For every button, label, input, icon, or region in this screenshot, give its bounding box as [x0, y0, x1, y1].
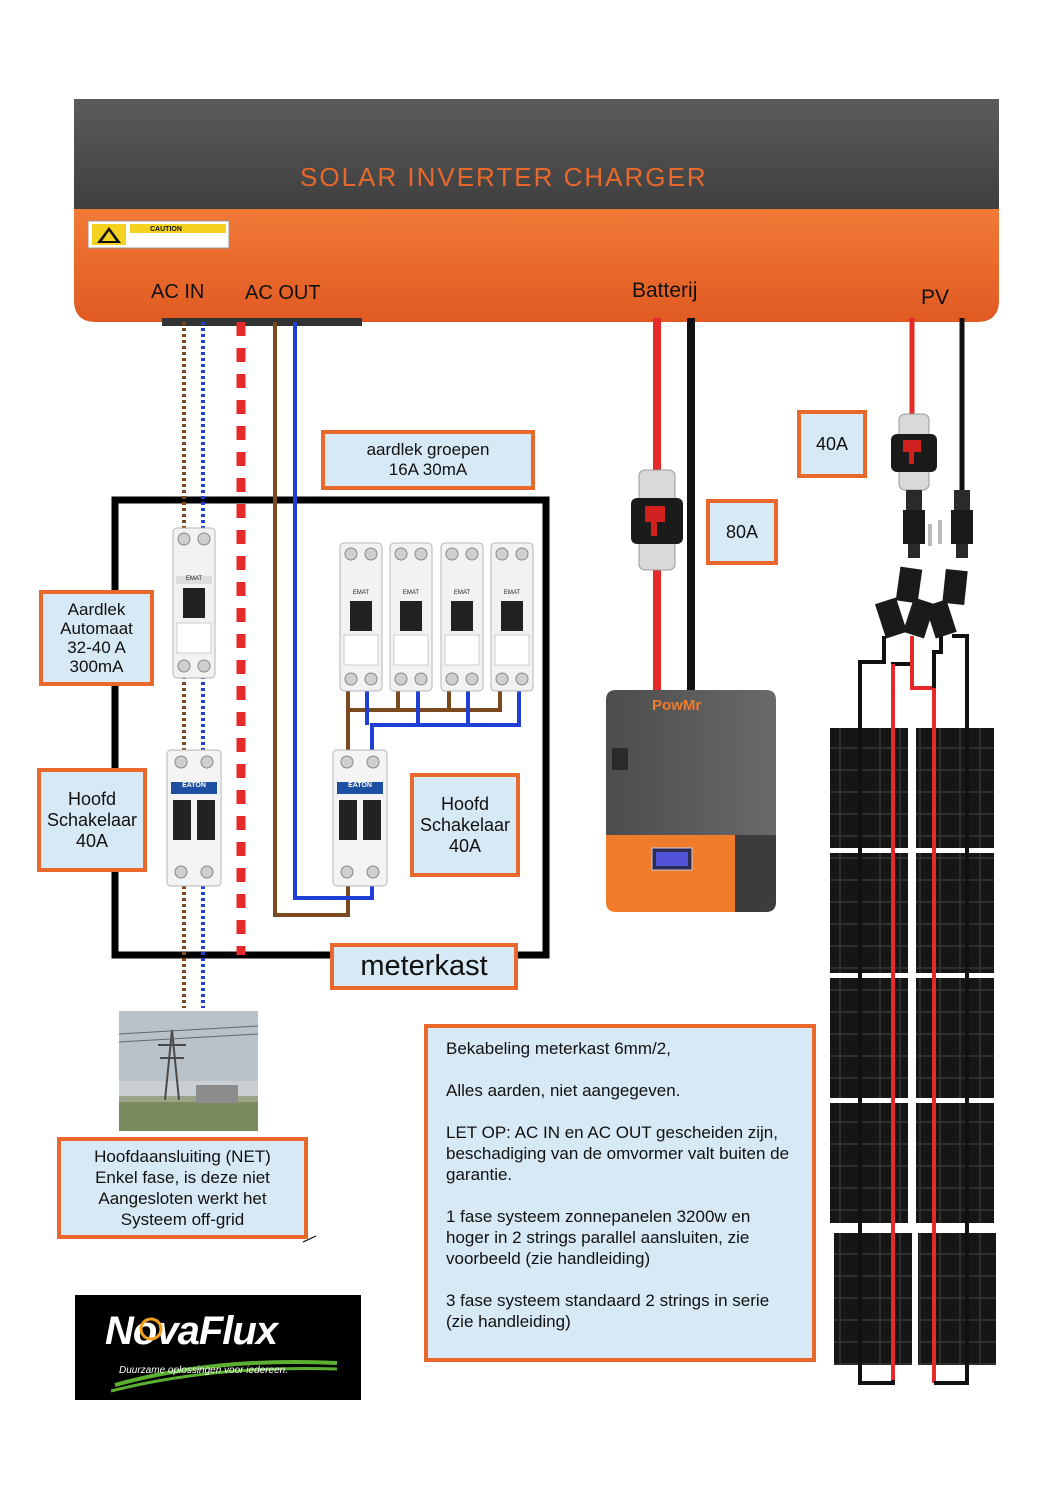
note-single-phase: 1 fase systeem zonnepanelen 3200w en hog…	[446, 1207, 751, 1268]
pv-string-2-negative	[934, 634, 969, 1385]
port-pv: PV	[921, 286, 950, 309]
label-rcd-groups-line2: 16A 30mA	[388, 460, 468, 479]
port-ac-in: AC IN	[151, 281, 205, 303]
mc4-y-branch-left	[874, 566, 936, 639]
inverter-title: SOLAR INVERTER CHARGER	[300, 162, 708, 192]
pv-string-red	[910, 636, 936, 1383]
installation-notes: Bekabeling meterkast 6mm/2, Alles aarden…	[424, 1024, 816, 1362]
solar-panel-array	[830, 728, 996, 1365]
rcbo-group-4-brand: EMAT	[503, 590, 521, 596]
inverter	[74, 99, 999, 326]
logo-swoosh	[110, 1317, 338, 1393]
battery-brand: PowMr	[652, 697, 702, 714]
ac-out-live-wire	[273, 322, 350, 917]
note-grounding: Alles aarden, niet aangegeven.	[446, 1081, 681, 1100]
label-meterkast: meterkast	[330, 943, 518, 990]
note-warning: LET OP: AC IN en AC OUT gescheiden zijn,…	[446, 1123, 790, 1184]
bus-live-wire	[346, 688, 502, 755]
label-grid-line1: Hoofdaansluiting (NET)	[94, 1147, 271, 1166]
main-switch-left	[166, 749, 222, 887]
label-main-switch-right-line1: Hoofd	[440, 793, 490, 814]
inverter-front-panel	[74, 209, 999, 322]
label-rcbo-line3: 32-40 A	[67, 638, 126, 657]
note-cabling: Bekabeling meterkast 6mm/2,	[446, 1039, 671, 1058]
label-main-switch-left-line1: Hoofd	[67, 788, 117, 809]
label-grid-line4: Systeem off-grid	[120, 1210, 245, 1229]
pv-fuse	[891, 413, 937, 491]
rcbo-group-2-brand: EMAT	[402, 590, 420, 596]
label-grid: Hoofdaansluiting (NET) Enkel fase, is dez…	[57, 1137, 308, 1239]
label-grid-line3: Aangesloten werkt het	[98, 1189, 267, 1208]
note-three-phase: 3 fase systeem standaard 2 strings in se…	[446, 1291, 770, 1331]
label-rcbo-line1: Aardlek	[67, 600, 126, 619]
label-main-switch-left-line3: 40A	[75, 830, 109, 851]
logo-wordmark: NovaFlux	[105, 1309, 278, 1353]
logo-tagline: Duurzame oplossingen voor iedereen.	[119, 1365, 288, 1376]
main-switch-left-brand: EATON	[182, 782, 206, 789]
ac-terminal-block	[162, 318, 362, 326]
rcbo-brand: EMAT	[185, 576, 203, 582]
battery-unit	[606, 690, 776, 912]
bus-neutral-wire	[370, 688, 521, 755]
novaflux-logo: NovaFlux Duurzame oplossingen voor ieder…	[75, 1295, 361, 1400]
caution-label: CAUTION	[150, 226, 182, 233]
rcbo-group-3-brand: EMAT	[453, 590, 471, 596]
port-battery: Batterij	[632, 279, 698, 302]
mc4-y-branch-right	[925, 568, 968, 639]
label-rcbo-line4: 300mA	[69, 657, 124, 676]
rcbo-breaker	[172, 527, 216, 679]
label-main-switch-left-line2: Schakelaar	[46, 809, 138, 830]
main-switch-right-brand: EATON	[348, 782, 372, 789]
label-rcbo-line2: Automaat	[60, 619, 133, 638]
label-battery-fuse: 80A	[706, 499, 778, 565]
grid-photo	[118, 1011, 259, 1131]
mc4-pins	[928, 520, 942, 546]
label-grid-line2: Enkel fase, is deze niet	[95, 1168, 270, 1187]
label-main-switch-right-line2: Schakelaar	[419, 814, 511, 835]
caution-sticker	[87, 220, 230, 249]
label-main-switch-right-line3: 40A	[448, 835, 482, 856]
mc4-connector-positive	[903, 490, 925, 558]
rcbo-group-2	[389, 542, 433, 692]
mc4-connector-negative	[951, 490, 973, 558]
battery-fuse	[631, 469, 683, 571]
port-ac-out: AC OUT	[245, 282, 321, 304]
label-pv-fuse: 40A	[797, 410, 867, 478]
main-switch-right	[332, 749, 388, 887]
pv-string-1-negative	[858, 636, 914, 1385]
label-rcd-groups-line1: aardlek groepen	[366, 440, 490, 459]
rcbo-group-3	[440, 542, 484, 692]
inverter-top-panel	[74, 99, 999, 209]
rcbo-group-1	[339, 542, 383, 692]
rcbo-group-4	[490, 542, 534, 692]
rcbo-group-1-brand: EMAT	[352, 590, 370, 596]
